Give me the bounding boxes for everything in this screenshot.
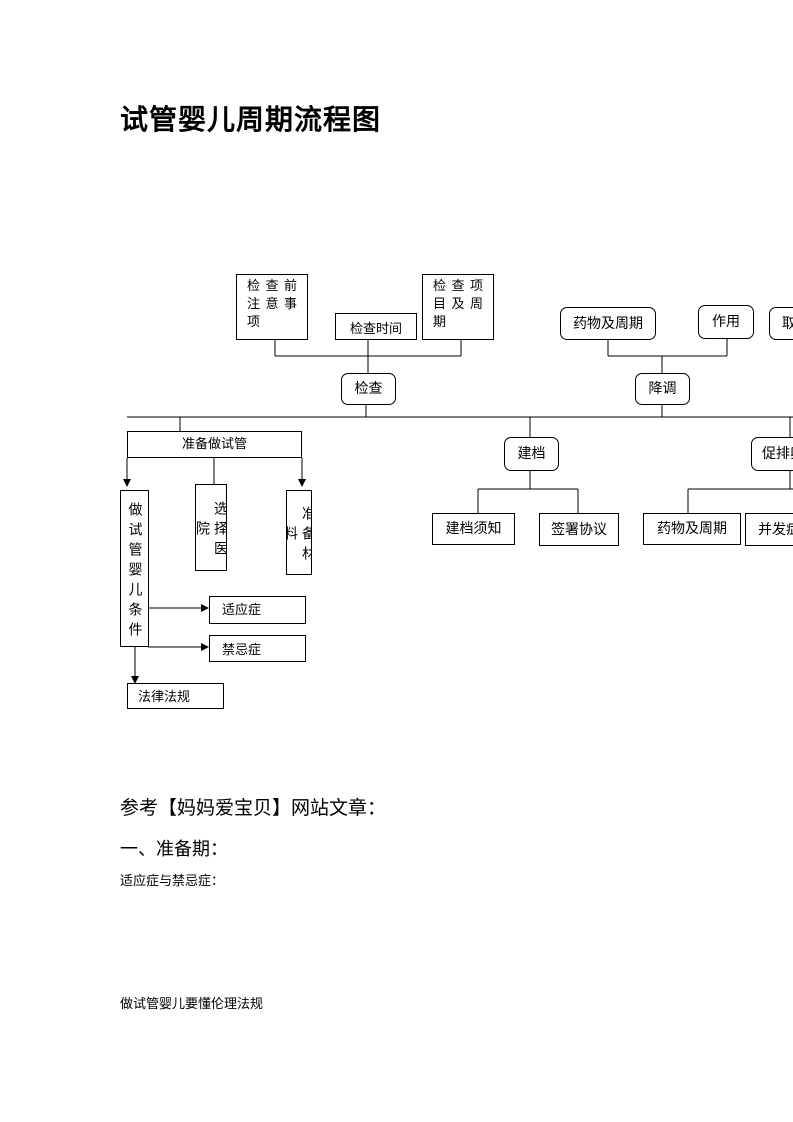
indication-box: 适应症: [209, 596, 306, 624]
sign-agreement-label: 签署协议: [551, 521, 607, 538]
check-time-label: 检查时间: [349, 321, 402, 337]
indication-heading: 适应症与禁忌症：: [120, 874, 225, 889]
choose-hospital-label: 选择医院: [195, 500, 227, 561]
check-node: 检查: [341, 373, 396, 405]
drugs-cycle-top-node: 药物及周期: [560, 307, 656, 340]
check-items-box: 检查项目及周期: [422, 274, 494, 340]
prepare-materials-label: 准备材料: [286, 505, 312, 566]
laws-label: 法律法规: [138, 690, 191, 705]
conditions-label: 做试管婴儿条件: [126, 501, 143, 642]
stimulate-node: 促排卵: [751, 437, 793, 471]
drugs-cycle-bottom-box: 药物及周期: [643, 513, 741, 545]
prepare-materials-box: 准备材料: [286, 490, 312, 575]
contraindication-label: 禁忌症: [222, 643, 262, 658]
choose-hospital-box: 选择医院: [195, 484, 227, 571]
check-time-box: 检查时间: [335, 313, 417, 340]
complications-label: 并发症: [758, 522, 793, 538]
drugs-cycle-top-label: 药物及周期: [573, 315, 643, 332]
contraindication-box: 禁忌症: [209, 635, 306, 662]
cut-off-node: 取: [769, 307, 793, 340]
check-items-label: 检查项目及周期: [433, 279, 487, 330]
indication-label: 适应症: [222, 603, 262, 618]
effect-label: 作用: [712, 314, 740, 330]
downreg-node: 降调: [635, 373, 690, 405]
file-notice-label: 建档须知: [445, 521, 502, 537]
file-notice-box: 建档须知: [432, 513, 515, 545]
drugs-cycle-bottom-label: 药物及周期: [657, 521, 727, 537]
conditions-box: 做试管婴儿条件: [120, 490, 149, 647]
prepare-label: 准备做试管: [181, 436, 247, 452]
cut-off-label: 取: [782, 316, 793, 332]
check-before-label: 检查前注意事项: [247, 279, 301, 330]
complications-box: 并发症: [745, 513, 793, 546]
effect-node: 作用: [698, 305, 754, 339]
downreg-label: 降调: [648, 381, 677, 397]
check-label: 检查: [354, 381, 383, 397]
prepare-box: 准备做试管: [127, 431, 302, 458]
reference-line: 参考【妈妈爱宝贝】网站文章：: [120, 797, 387, 819]
ethics-line: 做试管婴儿要懂伦理法规: [120, 997, 264, 1012]
laws-box: 法律法规: [127, 683, 224, 709]
file-node: 建档: [504, 437, 559, 471]
sign-agreement-box: 签署协议: [539, 513, 619, 546]
stimulate-label: 促排卵: [762, 446, 793, 462]
page-title: 试管婴儿周期流程图: [120, 103, 382, 136]
file-label: 建档: [517, 446, 546, 462]
section-heading: 一、准备期：: [120, 839, 228, 860]
check-before-box: 检查前注意事项: [236, 274, 308, 340]
